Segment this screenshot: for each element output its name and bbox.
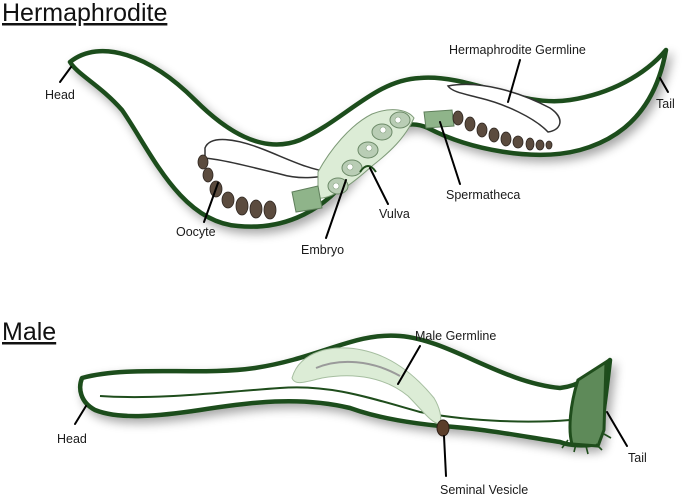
male-seminal-vesicle-leader [443, 435, 447, 477]
hermaphrodite-vulva [359, 165, 377, 173]
hermaphrodite-spermatheca-leader [439, 121, 461, 185]
hermaphrodite-vulva-label: Vulva [379, 207, 410, 221]
male-germline-inner-line [315, 360, 401, 377]
male-tail-label: Tail [628, 451, 647, 465]
hermaphrodite-section: Hermaphrodite [2, 0, 675, 257]
hermaphrodite-embryo-leader [325, 179, 347, 239]
hermaphrodite-oocyte-label: Oocyte [176, 225, 216, 239]
male-tail-leader [606, 411, 628, 447]
male-head-leader [74, 405, 87, 425]
hermaphrodite-tail-leader [659, 77, 669, 93]
hermaphrodite-spermatheca-anterior [291, 185, 323, 213]
hermaphrodite-head-label: Head [45, 88, 75, 102]
hermaphrodite-spermatheca-label: Spermatheca [446, 188, 520, 202]
hermaphrodite-vulva-leader [369, 167, 389, 205]
male-head-label: Head [57, 432, 87, 446]
male-tail-rays [561, 433, 612, 455]
hermaphrodite-tail-label: Tail [656, 97, 675, 111]
hermaphrodite-posterior-gonad-arm [446, 83, 561, 133]
male-title: Male [2, 318, 56, 346]
hermaphrodite-oocytes [197, 110, 553, 220]
male-seminal-vesicle-label: Seminal Vesicle [440, 483, 528, 497]
male-germline-label: Male Germline [415, 329, 496, 343]
hermaphrodite-germline-leader [507, 59, 521, 103]
hermaphrodite-germline-label: Hermaphrodite Germline [449, 43, 586, 57]
male-seminal-vesicle [436, 419, 450, 437]
male-tail-fan [568, 359, 608, 448]
male-gut [99, 386, 571, 423]
hermaphrodite-embryo-label: Embryo [301, 243, 344, 257]
hermaphrodite-oocyte-leader [203, 182, 219, 223]
hermaphrodite-title: Hermaphrodite [2, 0, 167, 27]
hermaphrodite-head-leader [59, 66, 72, 83]
male-germline-leader [397, 345, 421, 385]
hermaphrodite-spermatheca-posterior [423, 109, 455, 129]
male-section: Male Head Tail Male Germline Seminal Ves… [2, 318, 647, 497]
